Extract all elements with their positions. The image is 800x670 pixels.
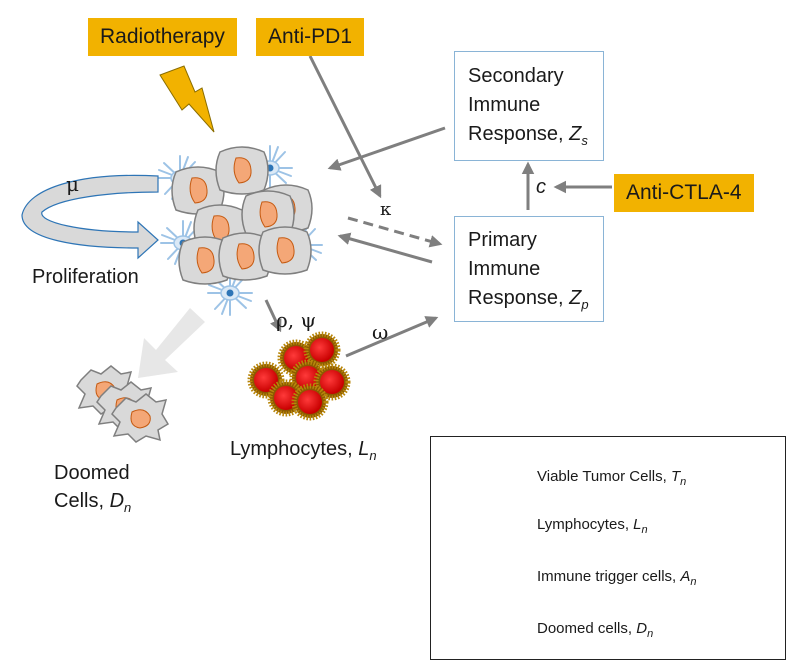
secondary-immune-response-box: Secondary Immune Response, Zs	[454, 51, 604, 161]
mu-label: μ	[66, 172, 79, 196]
arrow-antipd1-to-kappa	[308, 55, 382, 199]
c-label: c	[536, 176, 546, 198]
secondary-line2: Immune	[468, 94, 541, 116]
doomed-cells-label-line2: Cells, Dn	[54, 490, 132, 515]
anti-pd1-label: Anti-PD1	[256, 18, 365, 56]
radiotherapy-label: Radiotherapy	[88, 18, 237, 56]
kappa-label: κ	[380, 199, 392, 220]
legend: Viable Tumor Cells, Tn Lymphocytes, Ln I…	[430, 436, 786, 660]
primary-immune-response-box: Primary Immune Response, Zp	[454, 216, 604, 322]
tumor-cluster	[157, 145, 323, 316]
legend-item-doomed-cells: Doomed cells, Dn	[537, 620, 654, 640]
arrow-tumor-to-primary	[347, 216, 443, 248]
lymphocyte-cluster	[250, 334, 348, 418]
arrow-secondary-to-tumor	[327, 126, 446, 171]
arrows	[264, 55, 612, 358]
doomed-cells-cluster	[76, 365, 169, 443]
anti-ctla4-label: Anti-CTLA-4	[614, 174, 754, 212]
arrow-tumor-to-doomed	[138, 308, 205, 378]
legend-item-lymphocytes: Lymphocytes, Ln	[537, 516, 648, 536]
lymphocytes-label: Lymphocytes, Ln	[230, 438, 377, 463]
secondary-line3: Response, Zs	[468, 123, 588, 148]
doomed-cells-label-line1: Doomed	[54, 462, 130, 484]
legend-item-immune-trigger-cells: Immune trigger cells, An	[537, 568, 697, 588]
arrow-tumor-to-lymphocytes	[264, 299, 282, 333]
arrow-lymphocytes-to-primary	[345, 316, 439, 358]
lightning-icon	[159, 65, 215, 133]
primary-line1: Primary	[468, 229, 537, 251]
omega-label: ω	[372, 320, 389, 344]
proliferation-label: Proliferation	[32, 266, 139, 288]
primary-line2: Immune	[468, 258, 541, 280]
secondary-line1: Secondary	[468, 65, 564, 87]
proliferation-arrow	[21, 174, 159, 260]
legend-item-viable-tumor-cells: Viable Tumor Cells, Tn	[537, 468, 687, 488]
arrow-primary-to-tumor	[337, 232, 433, 264]
primary-line3: Response, Zp	[468, 287, 589, 312]
rho-psi-label: ρ, ψ	[276, 308, 317, 332]
